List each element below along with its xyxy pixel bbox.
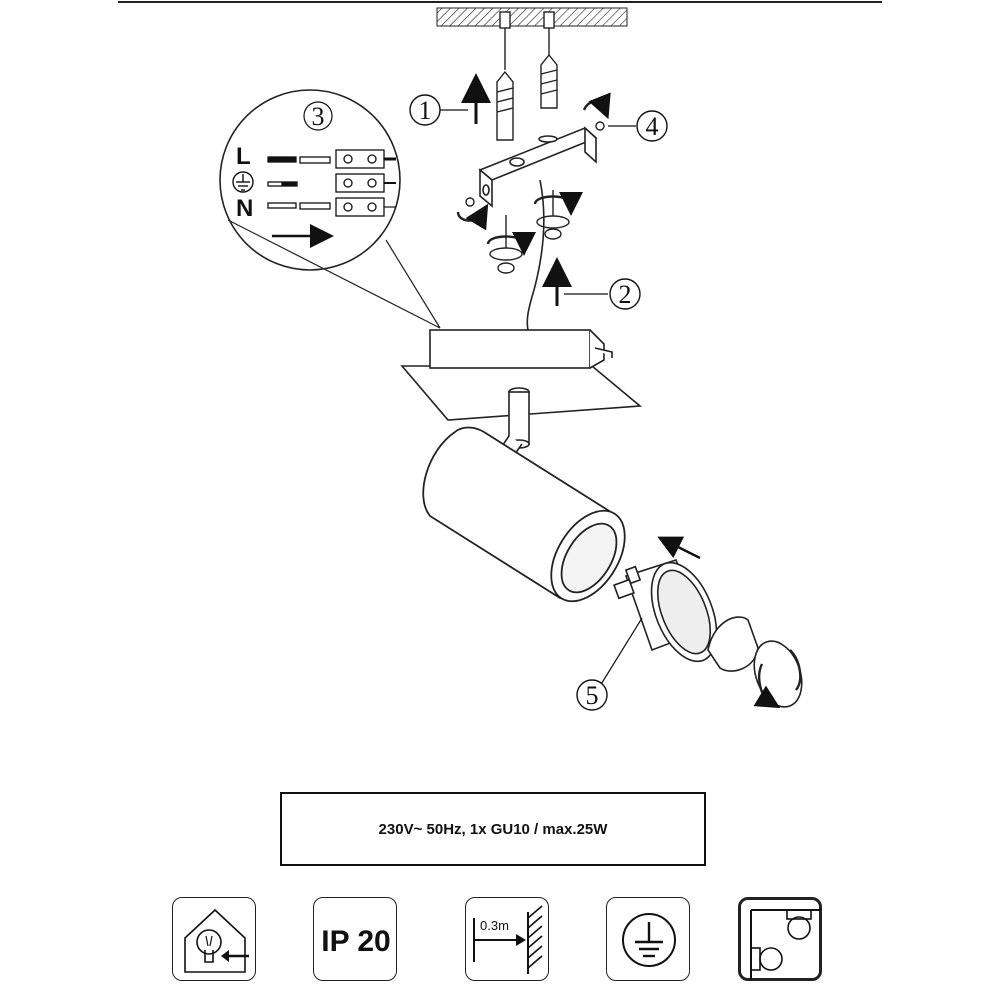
lamp-replace-icon [172, 897, 256, 981]
step-2-callout: 2 [609, 278, 641, 310]
fixing-screws [486, 190, 583, 274]
spec-text: 230V~ 50Hz, 1x GU10 / max.25W [378, 820, 608, 838]
svg-text:5: 5 [586, 681, 599, 710]
ip-rating-icon: IP 20 [313, 897, 397, 981]
ceiling [436, 7, 628, 27]
bracket-side-screw [456, 92, 611, 231]
step-5-callout: 5 [576, 679, 608, 711]
wiring-detail: 3 L N [219, 89, 441, 329]
earth-symbol-small [232, 171, 254, 193]
earth-ground-icon [606, 897, 690, 981]
step-4-callout: 4 [636, 110, 668, 142]
svg-text:1: 1 [419, 96, 432, 125]
wall-plugs [496, 11, 558, 141]
svg-text:2: 2 [619, 280, 632, 309]
min-distance-icon: 0.3m [465, 897, 549, 981]
svg-text:0.3m: 0.3m [480, 918, 509, 933]
insert-arrow [657, 536, 701, 560]
step-1-arrow [440, 73, 491, 124]
step-1-callout: 1 [409, 94, 441, 126]
mounting-bracket [478, 126, 598, 208]
svg-text:L: L [236, 143, 251, 170]
retaining-ring [707, 616, 803, 709]
svg-text:4: 4 [646, 112, 659, 141]
spot-head [422, 426, 626, 603]
svg-text:IP 20: IP 20 [321, 925, 391, 958]
wall-ceiling-mount-icon [738, 897, 822, 981]
supply-cable [526, 179, 545, 331]
svg-text:N: N [236, 195, 253, 222]
step-2-arrow [542, 257, 608, 306]
svg-text:3: 3 [312, 102, 325, 131]
gu10-lamp [613, 559, 718, 663]
spec-box: 230V~ 50Hz, 1x GU10 / max.25W [280, 792, 706, 866]
